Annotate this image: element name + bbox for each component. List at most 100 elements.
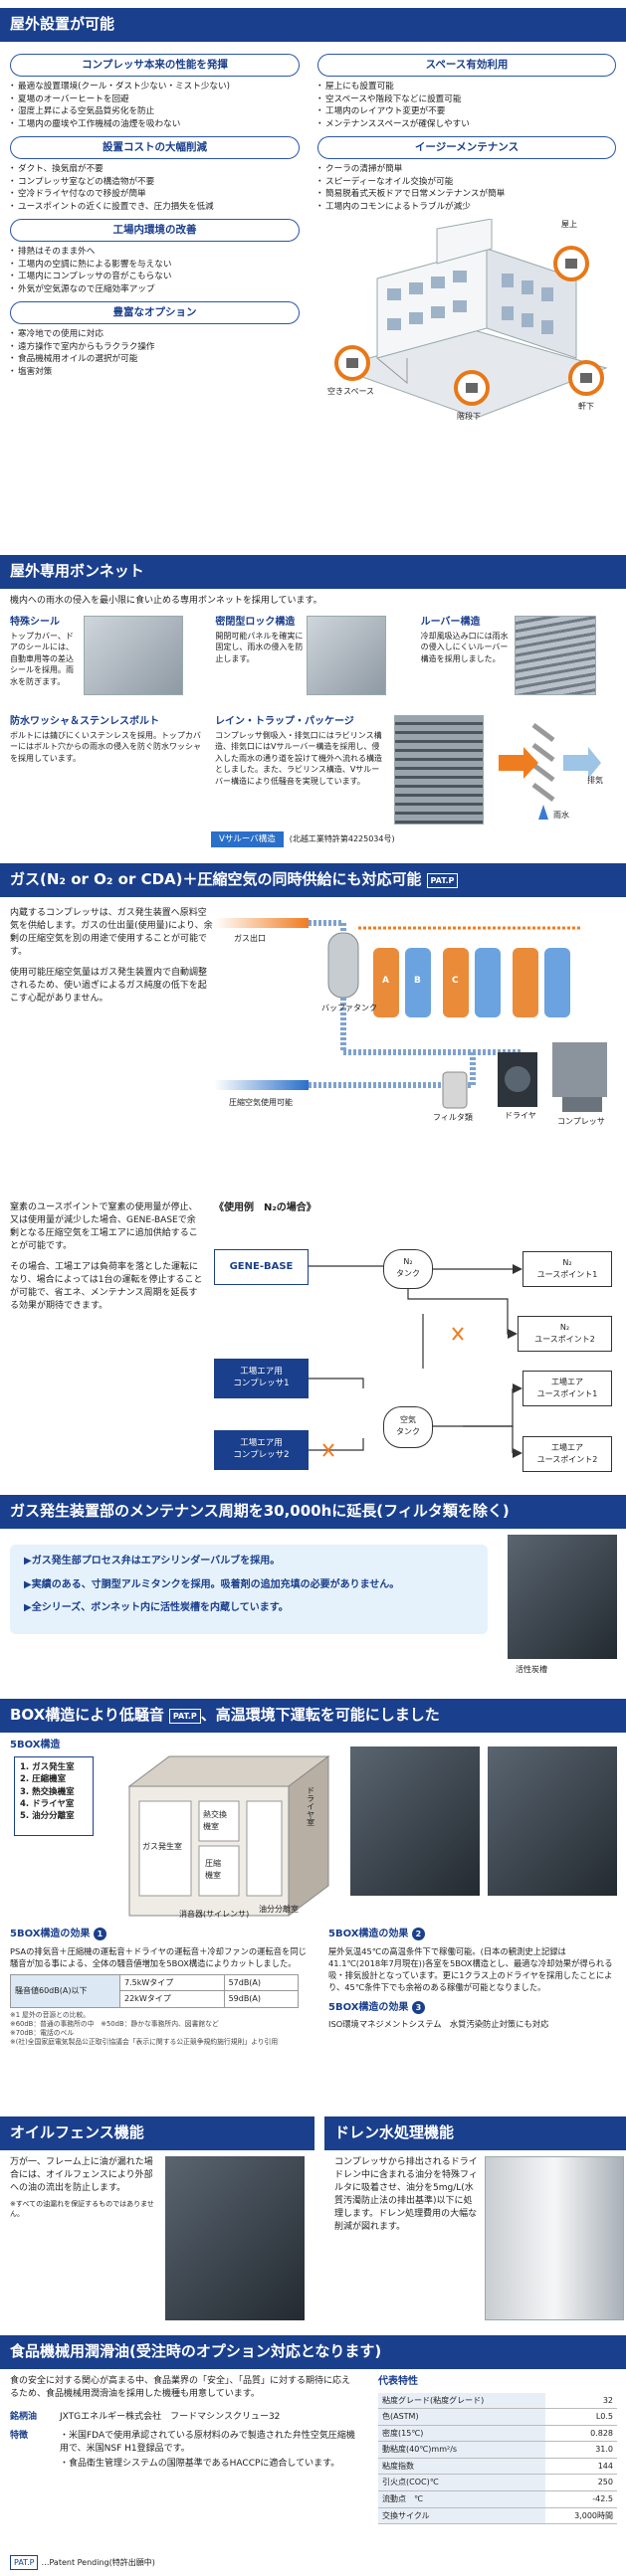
- feature-item: ・米国FDAで使用承認されている原材料のみで製造された弁性空気圧縮機用で、米国N…: [60, 2431, 355, 2455]
- label-gas-outlet: ガス出口: [234, 934, 266, 943]
- feature-item: ・食品衛生管理システムの国際基準であるHACCPに適合しています。: [60, 2459, 340, 2470]
- oil-fence-photo: [165, 2156, 305, 2320]
- effect-1-desc: PSAの排気音＋圧縮機の運転音＋ドライヤの運転音＋冷却ファンの運転音を同じ騒音が…: [10, 1945, 307, 1968]
- effect-3-desc: ISO環境マネジメントシステム 水質汚染防止対策にも対応: [328, 2019, 549, 2030]
- list-item: 工場内のコモンによるトラブルが減少: [315, 201, 616, 214]
- gas-para-2: 使用可能圧縮空気量はガス発生装置内で自動調整されるため、使い過ぎによるガス純度の…: [10, 968, 208, 1005]
- label-a: A: [382, 976, 389, 986]
- right-block-0-list: 屋上にも設置可能空スペースや階段下などに設置可能工場内のレイアウト変更が不要メン…: [315, 81, 616, 131]
- maintenance-list-box: ▶ガス発生部プロセス弁はエアシリンダーバルブを採用。▶実績のある、寸胴型アルミタ…: [10, 1545, 488, 1634]
- label-filter: フィルタ類: [433, 1113, 473, 1122]
- feature-list: ・米国FDAで使用承認されている原材料のみで製造された弁性空気圧縮機用で、米国N…: [60, 2430, 358, 2473]
- props-row: 密度(15℃)0.828: [378, 2425, 617, 2443]
- rain-trap-diagram: 排気 雨水: [494, 715, 603, 825]
- list-item: 外気が空気源なので圧縮効率アップ: [8, 283, 300, 296]
- air-tank-box: 空気 タンク: [383, 1406, 433, 1448]
- v-louver-tag: Vサルーバ構造: [211, 831, 284, 848]
- gas-system-svg: [214, 918, 607, 1112]
- note-line: ※(社)全国家庭電気製品公正取引協議会「表示に関する公正競争規約施行規則」より引…: [10, 2038, 279, 2047]
- list-item: 工場内のレイアウト変更が不要: [315, 105, 616, 118]
- list-item: 工場内の塵埃や工作機械の油煙を吸わない: [8, 118, 300, 131]
- list-item: 簡易脱着式天板ドアで日常メンテナンスが簡単: [315, 188, 616, 201]
- list-item: ユースポイントの近くに設置でき、圧力損失を低減: [8, 201, 300, 214]
- effect-2-title: 5BOX構造の効果 2: [328, 1928, 617, 1942]
- n2-use-point-1: N₂ ユースポイント1: [522, 1251, 612, 1287]
- left-block-3-list: 寒冷地での使用に対応遠方操作で室内からもラクラク操作食品機械用オイルの選択が可能…: [8, 328, 300, 379]
- patent-pending-badge: PAT.P: [426, 872, 459, 888]
- gas-para-3: 窒素のユースポイントで窒素の使用量が停止、又は使用量が減少した場合、GENE-B…: [10, 1202, 198, 1252]
- section-maintenance-title: ガス発生装置部のメンテナンス周期を30,000hに延長(フィルタ類を除く): [0, 1495, 626, 1529]
- label-eaves: 軒下: [578, 402, 594, 412]
- n2-use-point-2: N₂ ユースポイント2: [518, 1316, 612, 1352]
- effect-3-title: 5BOX構造の効果 3: [328, 2000, 617, 2016]
- list-item: 湿度上昇による空気品質劣化を防止: [8, 105, 300, 118]
- building-drawing: [334, 218, 608, 419]
- left-block-1-list: ダクト、換気扇が不要コンプレッサ室などの構造物が不要空冷ドライヤ付なので移設が簡…: [8, 163, 300, 214]
- footer-patent-text: …Patent Pending(特許出願中): [41, 2557, 155, 2567]
- section-food-oil-title: 食品機械用潤滑油(受注時のオプション対応となります): [0, 2335, 626, 2369]
- effect-1-title: 5BOX構造の効果 1: [10, 1928, 309, 1942]
- brand-label: 銘柄油: [10, 2412, 38, 2423]
- left-column: コンプレッサ本来の性能を発揮最適な設置環境(クール・ダスト少ない・ミスト少ない)…: [8, 48, 300, 448]
- box-label-silencer: 消音器(サイレンサ): [179, 1910, 250, 1919]
- five-box-item: 1. ガス発生室: [20, 1762, 75, 1772]
- list-item: 工場内にコンプレッサの音がこもらない: [8, 271, 300, 283]
- box-label-heat: 熱交換 機室: [203, 1810, 227, 1831]
- n2-tank-box: N₂ タンク: [383, 1249, 433, 1289]
- feature-title-louver: ルーバー構造: [420, 617, 481, 629]
- maintenance-section: ▶ガス発生部プロセス弁はエアシリンダーバルブを採用。▶実績のある、寸胴型アルミタ…: [0, 1535, 626, 1699]
- props-row: 色(ASTM)L0.5: [378, 2408, 617, 2426]
- section-bonnet-title: 屋外専用ボンネット: [0, 555, 626, 589]
- props-title: 代表特性: [378, 2376, 418, 2387]
- label-c: C: [452, 976, 459, 986]
- list-item: 夏場のオーバーヒートを回避: [8, 93, 300, 106]
- section-outdoor-install-title: 屋外設置が可能: [0, 8, 626, 42]
- five-box-svg: [127, 1755, 330, 1917]
- drain-block: ドレン水処理機能 コンプレッサから排出されるドライドレン中に含まれる油分を特殊フ…: [324, 2116, 626, 2335]
- five-box-item: 5. 油分分離室: [20, 1811, 75, 1822]
- list-item: ダクト、換気扇が不要: [8, 163, 300, 176]
- drain-desc: コンプレッサから排出されるドライドレン中に含まれる油分を特殊フィルタに吸着させ、…: [334, 2157, 478, 2233]
- list-item: スピーディーなオイル交換が可能: [315, 176, 616, 189]
- gas-para-4: その場合、工場エアは負荷率を落とした運転になり、場合によっては1台の運転を停止す…: [10, 1262, 203, 1312]
- bonnet-intro: 機内への雨水の侵入を最小限に食い止める専用ボンネットを採用しています。: [10, 596, 322, 606]
- label-under-stairs: 階段下: [457, 412, 481, 422]
- flow-lines: [309, 1264, 522, 1458]
- louver-photo: [514, 616, 596, 696]
- list-item: 寒冷地での使用に対応: [8, 328, 300, 341]
- list-item: 食品機械用オイルの選択が可能: [8, 353, 300, 366]
- brand-value: JXTGエネルギー株式会社 フードマシンスクリュー32: [60, 2412, 281, 2423]
- building-illustration: 屋上 空きスペース 階段下 軒下: [317, 218, 616, 448]
- right-block-1-heading: イージーメンテナンス: [317, 136, 616, 160]
- outdoor-install-section: コンプレッサ本来の性能を発揮最適な設置環境(クール・ダスト少ない・ミスト少ない)…: [0, 48, 626, 555]
- factory-use-point-1: 工場エア ユースポイント1: [522, 1371, 612, 1406]
- props-row: 粘度グレード(粘度グレード)32: [378, 2392, 617, 2410]
- label-empty-space: 空きスペース: [327, 387, 375, 397]
- note-line: ※60dB：普通の事務所の中 ※50dB：静かな事務所内、図書館など: [10, 2019, 219, 2028]
- left-block-2-heading: 工場内環境の改善: [10, 219, 300, 243]
- feature-label: 特徴: [10, 2431, 29, 2442]
- factory-compressor-1: 工場エア用 コンプレッサ1: [214, 1359, 309, 1398]
- n2-flow-diagram: GENE-BASE N₂ タンク N₂ ユースポイント1 N₂ ユースポイント2…: [214, 1219, 617, 1488]
- usage-example-title: 《使用例 N₂の場合》: [214, 1202, 316, 1213]
- list-item: メンテナンススペースが確保しやすい: [315, 118, 616, 131]
- oil-fence-block: オイルフェンス機能 万が一、フレーム上に油が漏れた場合には、オイルフェンスにより…: [0, 2116, 314, 2335]
- activated-carbon-photo: [508, 1535, 617, 1659]
- box-label-oil: 油分分離室: [259, 1905, 299, 1914]
- right-column: スペース有効利用屋上にも設置可能空スペースや階段下などに設置可能工場内のレイアウ…: [315, 48, 616, 448]
- factory-use-point-2: 工場エア ユースポイント2: [522, 1436, 612, 1472]
- label-rain: 雨水: [553, 811, 569, 821]
- feature-title-seal: 特殊シール: [10, 617, 60, 629]
- label-b: B: [414, 976, 421, 986]
- list-item: 遠方操作で室内からもラクラク操作: [8, 341, 300, 354]
- box-label-dryer: ドライヤ室: [306, 1786, 315, 1826]
- list-item: 塩害対策: [8, 366, 300, 379]
- oil-fence-note: ※すべての油漏れを保証するものではありません。: [10, 2200, 154, 2219]
- label-compressed-air: 圧縮空気使用可能: [229, 1098, 293, 1107]
- five-box-item: 3. 熱交換機室: [20, 1786, 75, 1797]
